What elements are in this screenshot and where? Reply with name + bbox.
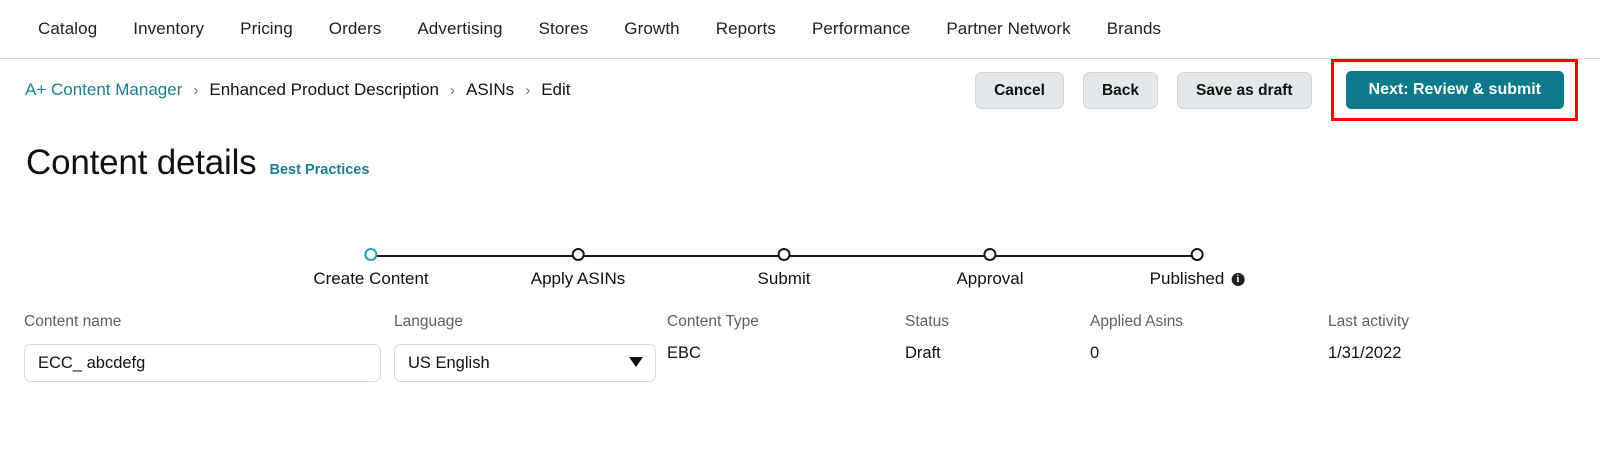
breadcrumb-separator-icon: ›: [193, 81, 199, 99]
nav-item-partner-network[interactable]: Partner Network: [946, 19, 1071, 38]
breadcrumb-separator-icon: ›: [525, 81, 531, 99]
breadcrumb-separator-icon: ›: [450, 81, 455, 99]
top-navigation-bar: Catalog Inventory Pricing Orders Adverti…: [0, 0, 1600, 59]
breadcrumb-item-edit: Edit: [541, 80, 571, 99]
step-label: Approval: [956, 269, 1024, 288]
last-activity-value: 1/31/2022: [1328, 344, 1402, 362]
action-button-group: Cancel Back Save as draft Next: Review &…: [956, 59, 1578, 121]
step-label: Create Content: [313, 269, 429, 288]
workflow-stepper: Create Content Apply ASINs Submit Approv…: [0, 233, 1600, 295]
next-review-submit-highlight-box: Next: Review & submit: [1330, 59, 1578, 121]
nav-item-performance[interactable]: Performance: [811, 19, 911, 38]
step-submit[interactable]: Submit: [757, 233, 811, 289]
breadcrumb-item-a-plus-content-manager[interactable]: A+ Content Manager: [25, 80, 183, 99]
content-type-value: EBC: [667, 344, 701, 362]
nav-item-advertising[interactable]: Advertising: [417, 19, 503, 38]
step-approval[interactable]: Approval: [956, 233, 1024, 289]
breadcrumb-item-asins[interactable]: ASINs: [466, 80, 515, 99]
last-activity-label: Last activity: [1328, 313, 1409, 330]
content-name-field-group: Content name: [24, 313, 381, 382]
page-title: Content details: [26, 143, 257, 182]
step-label: Published: [1149, 269, 1225, 288]
step-create-content[interactable]: Create Content: [313, 233, 429, 289]
status-value: Draft: [905, 344, 941, 362]
language-field-group: Language US English: [394, 313, 656, 382]
step-published[interactable]: Published i: [1150, 233, 1245, 289]
nav-item-growth[interactable]: Growth: [624, 19, 680, 38]
step-apply-asins[interactable]: Apply ASINs: [530, 233, 626, 289]
content-name-input[interactable]: [24, 344, 381, 382]
content-type-label: Content Type: [667, 313, 759, 330]
applied-asins-value: 0: [1090, 344, 1100, 362]
applied-asins-group: Applied Asins 0: [1090, 313, 1183, 363]
next-review-submit-button[interactable]: Next: Review & submit: [1345, 71, 1564, 109]
step-label: Submit: [757, 269, 811, 288]
save-as-draft-button[interactable]: Save as draft: [1177, 71, 1312, 109]
cancel-button[interactable]: Cancel: [975, 71, 1064, 109]
breadcrumb-item-enhanced-product-description[interactable]: Enhanced Product Description: [209, 80, 439, 99]
nav-item-inventory[interactable]: Inventory: [133, 19, 205, 38]
last-activity-group: Last activity 1/31/2022: [1328, 313, 1409, 363]
content-name-label: Content name: [24, 313, 122, 330]
step-dot-icon: [571, 248, 585, 261]
nav-item-brands[interactable]: Brands: [1106, 19, 1162, 38]
language-label: Language: [394, 313, 463, 330]
nav-item-stores[interactable]: Stores: [538, 19, 589, 38]
nav-item-pricing[interactable]: Pricing: [240, 19, 293, 38]
page-title-row: Content details Best Practices: [0, 121, 1600, 183]
step-label: Apply ASINs: [530, 269, 626, 288]
language-select[interactable]: US English: [394, 344, 656, 382]
back-button[interactable]: Back: [1082, 71, 1159, 109]
nav-item-catalog[interactable]: Catalog: [38, 19, 98, 38]
step-dot-icon: [777, 248, 791, 261]
step-dot-icon: [1190, 248, 1204, 261]
language-select-value[interactable]: US English: [394, 344, 656, 382]
nav-item-orders[interactable]: Orders: [328, 19, 382, 38]
content-meta-row: Content name Language US English Content…: [0, 313, 1600, 403]
subheader-bar: A+ Content Manager › Enhanced Product De…: [0, 59, 1600, 121]
step-label-wrap: Published i: [1150, 269, 1245, 289]
info-icon[interactable]: i: [1231, 272, 1245, 286]
content-type-group: Content Type EBC: [667, 313, 759, 363]
step-dot-icon: [364, 248, 378, 261]
status-group: Status Draft: [905, 313, 949, 363]
best-practices-link[interactable]: Best Practices: [269, 162, 370, 178]
breadcrumb: A+ Content Manager › Enhanced Product De…: [25, 80, 570, 100]
status-label: Status: [905, 313, 949, 330]
applied-asins-label: Applied Asins: [1090, 313, 1184, 330]
step-dot-icon: [983, 248, 997, 261]
nav-item-reports[interactable]: Reports: [715, 19, 776, 38]
